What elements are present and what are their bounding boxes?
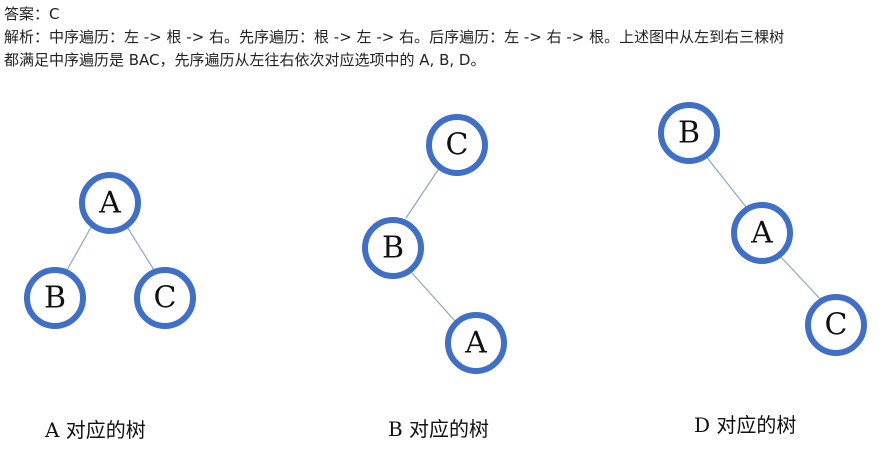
edge-c-b bbox=[405, 166, 441, 219]
edge-b-a bbox=[411, 272, 456, 322]
node-label: C bbox=[154, 281, 177, 316]
node-label: B bbox=[678, 116, 700, 151]
tree-d: B A C D 对应的树 bbox=[658, 102, 867, 437]
tree-node: A bbox=[731, 202, 793, 264]
tree-node: C bbox=[426, 114, 488, 176]
tree-node: B bbox=[24, 267, 86, 329]
node-label: B bbox=[382, 231, 404, 266]
tree-node: C bbox=[134, 267, 196, 329]
tree-node: B bbox=[658, 102, 720, 164]
node-label: C bbox=[446, 128, 469, 163]
tree-a: A B C A 对应的树 bbox=[24, 172, 196, 442]
tree-node: A bbox=[79, 172, 141, 234]
tree-caption: D 对应的树 bbox=[694, 413, 796, 437]
analysis-line-1: 解析：中序遍历：左 -> 根 -> 右。先序遍历：根 -> 左 -> 右。后序遍… bbox=[4, 28, 785, 46]
node-label: A bbox=[750, 216, 773, 251]
tree-node: C bbox=[805, 294, 867, 356]
explanation-text: 答案：C 解析：中序遍历：左 -> 根 -> 右。先序遍历：根 -> 左 -> … bbox=[4, 3, 892, 72]
edge-a-c bbox=[123, 221, 155, 271]
analysis-line-2: 都满足中序遍历是 BAC，先序遍历从左往右依次对应选项中的 A, B, D。 bbox=[4, 51, 486, 69]
tree-caption: B 对应的树 bbox=[388, 417, 489, 441]
tree-node: A bbox=[445, 312, 507, 374]
answer-line: 答案：C bbox=[4, 5, 60, 23]
edge-b-a bbox=[704, 154, 747, 208]
node-label: C bbox=[825, 308, 848, 343]
tree-node: B bbox=[362, 217, 424, 279]
node-label: A bbox=[98, 186, 121, 221]
edge-a-c bbox=[779, 255, 824, 303]
edge-a-b bbox=[66, 221, 95, 271]
node-label: B bbox=[44, 281, 66, 316]
tree-caption: A 对应的树 bbox=[44, 418, 146, 442]
node-label: A bbox=[464, 326, 487, 361]
tree-b: C B A B 对应的树 bbox=[362, 114, 507, 441]
